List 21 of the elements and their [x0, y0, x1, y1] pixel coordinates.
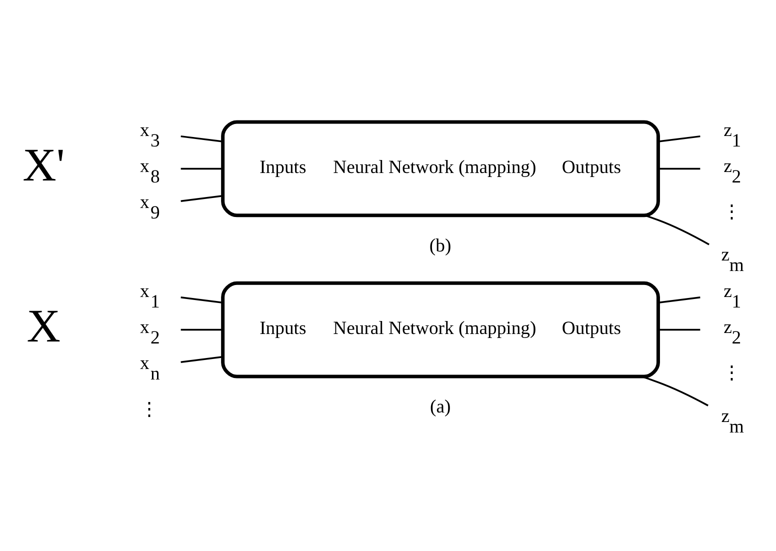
- label: ⋮: [140, 398, 159, 420]
- connector: [180, 194, 223, 202]
- connector: [180, 328, 223, 331]
- label: (a): [430, 396, 451, 418]
- label: X: [26, 300, 60, 352]
- label: ⋮: [722, 362, 742, 384]
- connector: [658, 135, 700, 142]
- connector: [658, 296, 700, 304]
- label: (b): [429, 235, 452, 256]
- label: ⋮: [722, 201, 742, 222]
- node-box: Inputs Neural Network (mapping) Outputs: [221, 120, 660, 218]
- connector: [180, 356, 223, 364]
- connector: [658, 328, 700, 331]
- connector: [180, 168, 223, 170]
- connector: [641, 376, 708, 406]
- connector: [658, 168, 700, 170]
- connector: [645, 214, 710, 246]
- node-box: Inputs Neural Network (mapping) Outputs: [221, 281, 660, 378]
- connector: [180, 135, 223, 142]
- connector: [180, 296, 223, 304]
- label: X': [22, 139, 65, 192]
